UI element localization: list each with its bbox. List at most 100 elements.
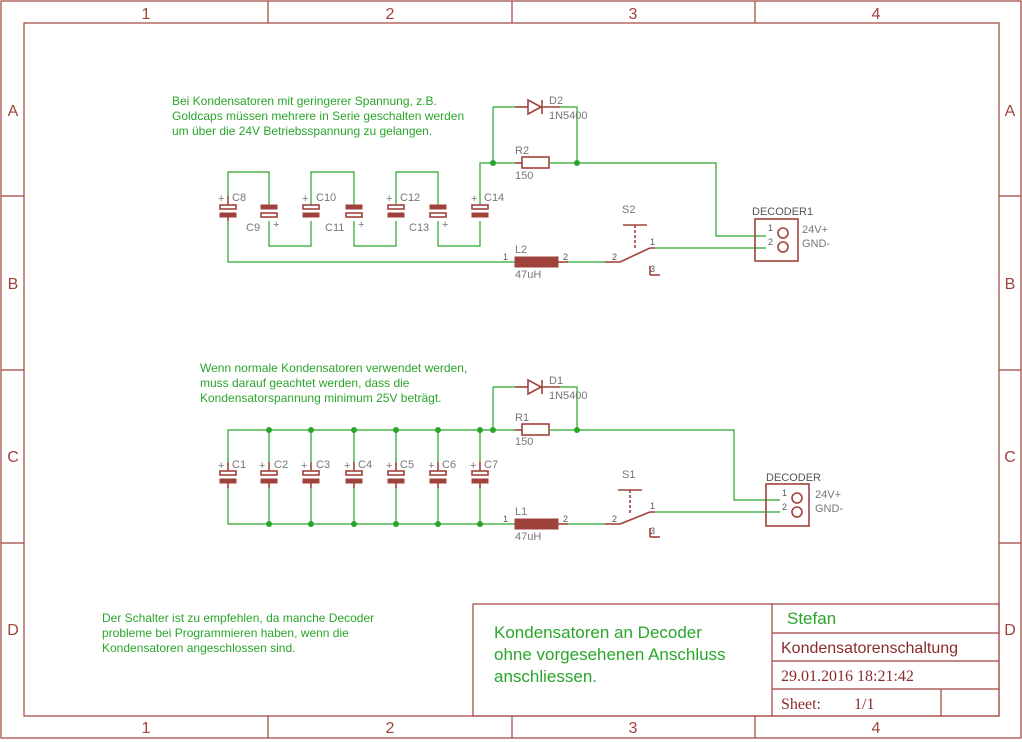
note-middle: Wenn normale Kondensatoren verwendet wer… [200,361,467,405]
frame-column-labels: 1 2 3 4 1 2 3 4 [142,6,881,737]
title-block: Kondensatoren an Decoder ohne vorgesehen… [472,603,1000,717]
capacitor-c4-label: C4 [358,459,372,471]
title-block-description-line-1: Kondensatoren an Decoder [494,623,702,642]
row-label-right-a: A [1005,103,1016,120]
note-top: Bei Kondensatoren mit geringerer Spannun… [172,94,464,138]
svg-text:+: + [386,460,392,472]
svg-text:+: + [344,460,350,472]
resistor-r2: R2 150 [515,145,550,182]
diode-d1-value: 1N5400 [549,390,588,402]
title-block-sheet-value: 1/1 [854,696,874,713]
note-middle-line-2: muss darauf geachtet werden, dass die [200,376,410,390]
connector-decoder-pin2-label: GND- [815,503,843,515]
note-top-line-2: Goldcaps müssen mehrere in Serie geschal… [172,109,464,123]
capacitor-c5-label: C5 [400,459,414,471]
svg-text:1: 1 [503,514,508,524]
row-label-left-a: A [8,103,19,120]
inductor-l1: 1 2 L1 47uH [503,506,568,543]
svg-text:1: 1 [503,252,508,262]
row-label-right-d: D [1004,622,1016,639]
svg-text:+: + [302,193,308,205]
column-label-top-3: 3 [629,6,638,23]
note-bottom-line-2: probleme bei Programmieren haben, wenn d… [102,626,349,640]
title-block-title: Kondensatorenschaltung [781,640,958,657]
resistor-r1-name: R1 [515,412,529,424]
svg-text:+: + [218,193,224,205]
capacitor-c4: + C4 [344,459,372,488]
note-middle-line-1: Wenn normale Kondensatoren verwendet wer… [200,361,467,375]
svg-text:1: 1 [650,237,655,247]
inductor-l2-value: 47uH [515,269,541,281]
capacitor-c3: + C3 [301,459,330,488]
diode-d1-name: D1 [549,375,563,387]
capacitor-c11: + C11 [325,204,364,234]
switch-s1-name: S1 [622,469,635,481]
capacitor-c14: + C14 [471,192,504,218]
title-block-date: 29.01.2016 18:21:42 [781,668,914,685]
diode-d2: D2 1N5400 [515,95,588,122]
capacitor-c8: + C8 [218,192,246,221]
resistor-r1-value: 150 [515,436,533,448]
svg-text:1: 1 [782,488,787,498]
title-block-description-line-2: ohne vorgesehenen Anschluss [494,645,726,664]
title-block-sheet-label: Sheet: [781,696,821,713]
capacitor-c2: + C2 [259,459,288,488]
capacitor-c5: + C5 [386,459,414,488]
svg-text:1: 1 [650,501,655,511]
column-label-bottom-1: 1 [142,720,151,737]
svg-text:2: 2 [612,252,617,262]
capacitor-c10: + C10 [302,192,336,218]
connector-decoder-name: DECODER [766,472,821,484]
capacitor-c8-label: C8 [232,192,246,204]
connector-decoder1: DECODER1 1 2 24V+ GND- [752,206,830,262]
resistor-r2-name: R2 [515,145,529,157]
capacitor-c3-label: C3 [316,459,330,471]
note-bottom: Der Schalter ist zu empfehlen, da manche… [102,611,374,655]
diode-d2-value: 1N5400 [549,110,588,122]
title-block-description-line-3: anschliessen. [494,667,597,686]
connector-decoder1-pin2-label: GND- [802,238,830,250]
note-middle-line-3: Kondensatorspannung minimum 25V beträgt. [200,391,441,405]
svg-text:3: 3 [650,526,655,536]
capacitor-c11-label: C11 [325,222,344,234]
inductor-l1-name: L1 [515,506,527,518]
capacitor-c12-label: C12 [400,192,420,204]
diode-d1: D1 1N5400 [515,375,588,402]
svg-text:+: + [301,460,307,472]
capacitor-c13: + C13 [409,204,448,234]
switch-s2: S2 2 1 3 [605,204,660,276]
column-label-top-1: 1 [142,6,151,23]
connector-decoder: DECODER 1 2 24V+ GND- [765,472,843,527]
capacitor-c6-label: C6 [442,459,456,471]
capacitor-c1-label: C1 [232,459,246,471]
circuit-bottom-wires [227,386,780,527]
svg-text:+: + [471,193,477,205]
svg-text:+: + [259,460,265,472]
capacitor-c7-label: C7 [484,459,498,471]
svg-text:+: + [273,219,279,231]
switch-s1: S1 2 1 3 [605,469,660,538]
diode-d2-name: D2 [549,95,563,107]
capacitor-c13-label: C13 [409,222,429,234]
capacitor-c9-label: C9 [246,222,260,234]
switch-s2-name: S2 [622,204,635,216]
row-label-right-c: C [1004,449,1016,466]
svg-text:+: + [218,460,224,472]
connector-decoder1-pin1-label: 24V+ [802,224,828,236]
svg-text:+: + [470,460,476,472]
column-label-bottom-3: 3 [629,720,638,737]
capacitor-c14-label: C14 [484,192,504,204]
column-label-bottom-4: 4 [872,720,881,737]
svg-text:1: 1 [768,223,773,233]
note-bottom-line-3: Kondensatoren angeschlossen sind. [102,641,295,655]
circuit-top: + C8 + C9 + C10 + C11 + C12 + C13 [218,95,830,281]
title-block-author: Stefan [787,609,836,628]
row-label-left-c: C [7,449,19,466]
svg-text:+: + [442,219,448,231]
svg-text:2: 2 [612,514,617,524]
capacitor-c9: + C9 [246,204,279,234]
capacitor-c6: + C6 [428,459,456,488]
inductor-l1-value: 47uH [515,531,541,543]
row-label-left-d: D [7,622,19,639]
